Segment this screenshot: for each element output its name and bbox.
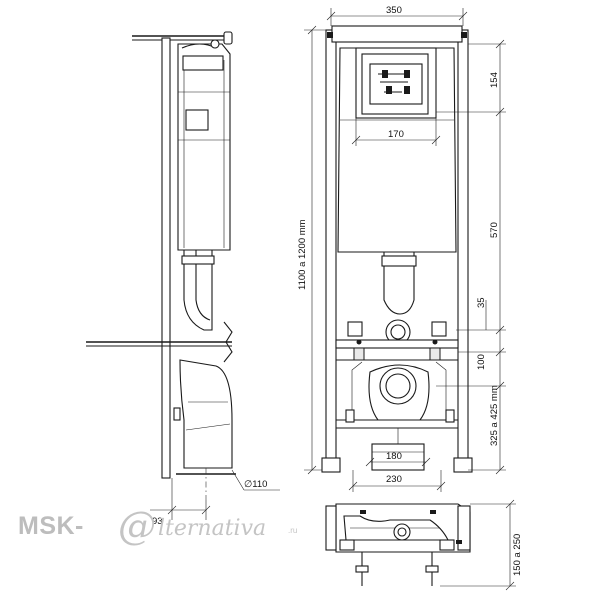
dim-350-label: 350: [386, 5, 402, 16]
dim-93-label: 93: [152, 516, 163, 527]
dim-230-label: 230: [386, 474, 402, 485]
watermark-suffix: .ru: [288, 526, 298, 535]
watermark-at-glyph: @: [118, 504, 156, 548]
watermark-rest: lternativa: [158, 516, 267, 541]
dim-outlet-range-label: 325 a 425 mm: [489, 385, 500, 446]
dim-570-label: 570: [489, 222, 500, 238]
watermark: MSK- @ lternativa .ru: [18, 504, 338, 566]
dim-154-label: 154: [489, 72, 500, 88]
dim-100-label: 100: [476, 354, 487, 370]
dim-170-label: 170: [388, 129, 404, 140]
dim-height-range-label: 1100 a 1200 mm: [297, 219, 308, 290]
front-view: 350 170 180 230 1100 a 1200 mm: [297, 5, 506, 492]
watermark-brand: MSK-: [18, 512, 84, 540]
dim-depth-range-label: 150 a 250: [512, 534, 523, 576]
side-view: 93 ∅110: [86, 31, 280, 527]
dim-35-label: 35: [476, 297, 487, 308]
dim-180-label: 180: [386, 451, 402, 462]
plan-view: 150 a 250: [325, 499, 523, 591]
dim-110-label: ∅110: [244, 479, 267, 490]
